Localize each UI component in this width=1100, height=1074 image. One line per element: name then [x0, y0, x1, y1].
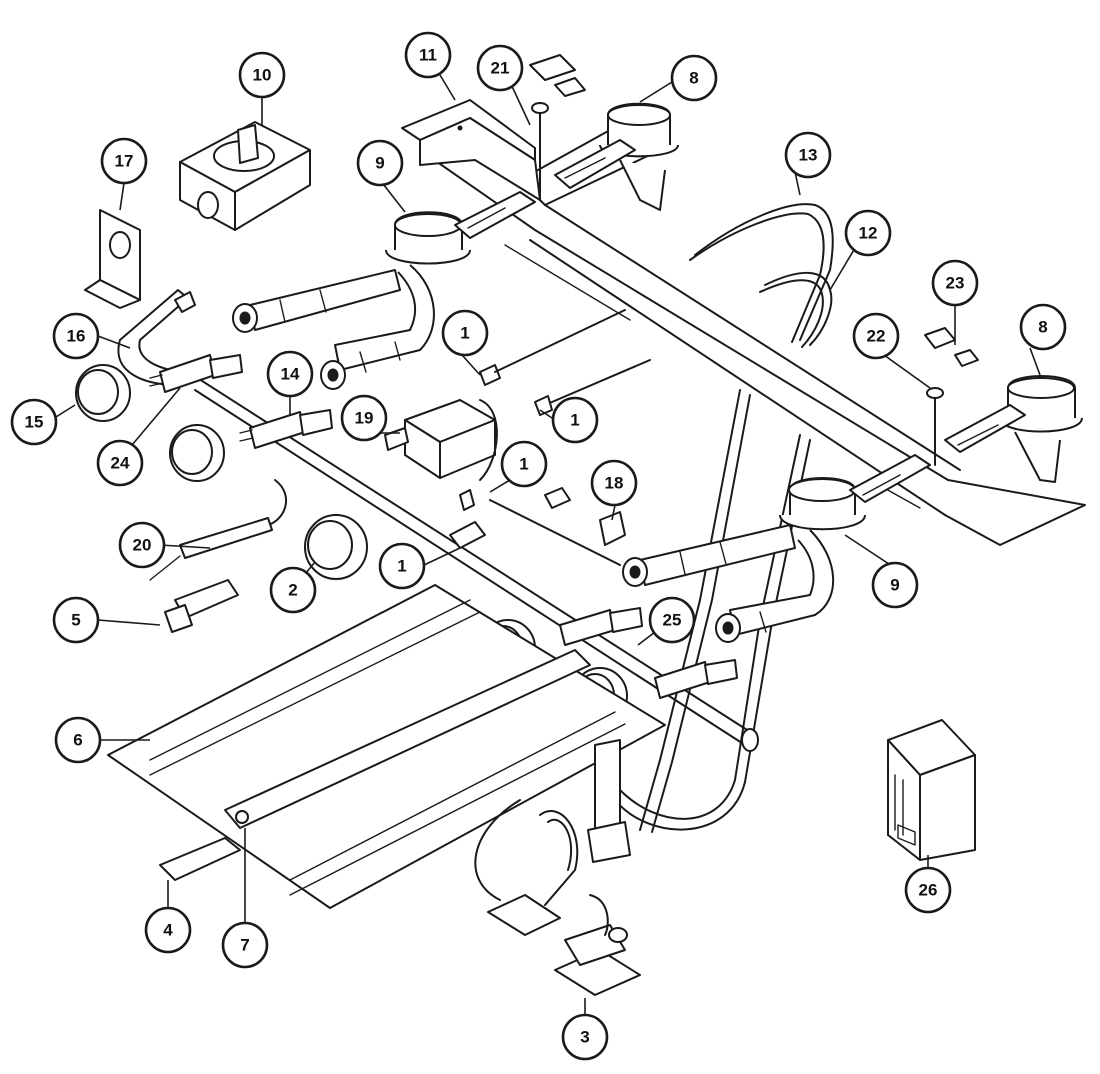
callout-1-d: 1 — [378, 542, 426, 590]
callout-6: 6 — [54, 716, 102, 764]
burner-front-left — [232, 191, 536, 390]
callout-5: 5 — [52, 596, 100, 644]
svg-text:26: 26 — [919, 881, 938, 900]
callout-7: 7 — [221, 921, 269, 969]
mounting-bracket — [84, 209, 141, 309]
svg-text:14: 14 — [281, 365, 300, 384]
svg-text:6: 6 — [73, 731, 82, 750]
callout-19: 19 — [340, 394, 388, 442]
svg-text:11: 11 — [419, 46, 437, 65]
callout-21: 21 — [476, 44, 524, 92]
svg-text:1: 1 — [460, 324, 469, 343]
callout-20: 20 — [118, 521, 166, 569]
burner-valves — [149, 354, 738, 699]
igniter-electrodes — [449, 54, 979, 566]
svg-text:5: 5 — [71, 611, 80, 630]
pressure-regulator — [179, 121, 311, 231]
svg-text:22: 22 — [867, 327, 886, 346]
callout-13: 13 — [784, 131, 832, 179]
callout-bubbles: 10 11 21 8 9 17 13 12 23 8 22 16 1 14 1 … — [10, 31, 1067, 1061]
svg-text:7: 7 — [240, 936, 249, 955]
svg-text:4: 4 — [163, 921, 173, 940]
callout-10: 10 — [238, 51, 286, 99]
control-module — [887, 719, 976, 861]
oven-igniter — [487, 810, 641, 996]
callout-15: 15 — [10, 398, 58, 446]
oven-burner-assembly — [107, 584, 666, 909]
callout-4: 4 — [144, 906, 192, 954]
svg-text:1: 1 — [397, 557, 406, 576]
callout-16: 16 — [52, 312, 100, 360]
burner-front-right — [622, 454, 931, 643]
callout-25: 25 — [648, 596, 696, 644]
callout-9-top: 9 — [356, 139, 404, 187]
callout-8-right: 8 — [1019, 303, 1067, 351]
svg-text:23: 23 — [946, 274, 965, 293]
leader-lines — [47, 74, 1041, 1015]
callout-26: 26 — [904, 866, 952, 914]
callout-11: 11 — [404, 31, 452, 79]
svg-text:12: 12 — [859, 224, 878, 243]
svg-text:25: 25 — [663, 611, 682, 630]
callout-9-right: 9 — [871, 561, 919, 609]
callout-12: 12 — [844, 209, 892, 257]
callout-18: 18 — [590, 459, 638, 507]
svg-text:24: 24 — [111, 454, 130, 473]
callout-8-top: 8 — [670, 54, 718, 102]
svg-text:2: 2 — [288, 581, 297, 600]
callout-1-a: 1 — [441, 309, 489, 357]
svg-text:1: 1 — [519, 455, 528, 474]
svg-text:17: 17 — [115, 152, 134, 171]
svg-text:18: 18 — [605, 474, 624, 493]
svg-text:21: 21 — [491, 59, 510, 78]
igniter-bracket — [164, 579, 239, 633]
svg-text:9: 9 — [375, 154, 384, 173]
callout-17: 17 — [100, 137, 148, 185]
svg-text:1: 1 — [570, 411, 579, 430]
svg-text:16: 16 — [67, 327, 86, 346]
svg-text:19: 19 — [355, 409, 374, 428]
callout-2: 2 — [269, 566, 317, 614]
svg-text:13: 13 — [799, 146, 818, 165]
svg-text:15: 15 — [25, 413, 44, 432]
svg-text:9: 9 — [890, 576, 899, 595]
burner-rear-left — [554, 102, 679, 211]
svg-text:10: 10 — [253, 66, 272, 85]
callout-3: 3 — [561, 1013, 609, 1061]
ignition-switch — [384, 399, 498, 481]
callout-24: 24 — [96, 439, 144, 487]
svg-text:3: 3 — [580, 1028, 589, 1047]
callout-14: 14 — [266, 350, 314, 398]
callout-23: 23 — [931, 259, 979, 307]
callout-1-c: 1 — [500, 440, 548, 488]
svg-text:8: 8 — [1038, 318, 1047, 337]
svg-text:20: 20 — [133, 536, 152, 555]
callout-1-b: 1 — [551, 396, 599, 444]
thermostat-bulb — [149, 479, 287, 581]
svg-text:8: 8 — [689, 69, 698, 88]
callout-22: 22 — [852, 312, 900, 360]
burner-rear-right — [944, 375, 1083, 483]
